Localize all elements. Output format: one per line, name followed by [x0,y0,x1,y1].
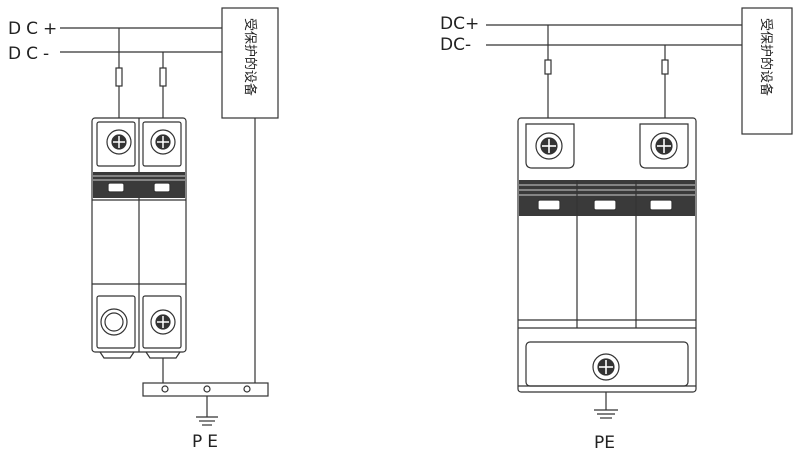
left-ground-label: PE [192,432,223,452]
left-screw-icons [100,129,176,336]
left-dc-pos-label: DC+ [8,19,62,39]
left-protected-device-label: 受保护的设备 [242,18,258,96]
left-fuse-2 [159,67,167,87]
right-fuse-2 [661,59,669,75]
right-dc-neg-label: DC- [440,35,471,55]
left-dc-neg-label: DC- [8,44,54,64]
left-earth-symbol-icon [196,416,218,426]
right-fuse-1 [544,59,552,75]
left-diagram: DC+ DC- 受保护的设备 [8,7,279,452]
right-earth-symbol-icon [594,409,618,419]
left-fuse-1 [115,67,123,87]
right-protected-device-label: 受保护的设备 [758,18,774,96]
left-ground-busbar [142,382,269,397]
right-dc-pos-label: DC+ [440,14,479,34]
left-spd-module [91,117,187,359]
right-spd-module [517,117,697,393]
right-diagram: DC+ DC- 受保护的设备 [440,7,793,453]
right-protected-device-box [741,7,793,135]
right-ground-label: PE [594,433,615,453]
right-screw-icons [535,132,678,381]
left-protected-device-box [221,7,279,119]
